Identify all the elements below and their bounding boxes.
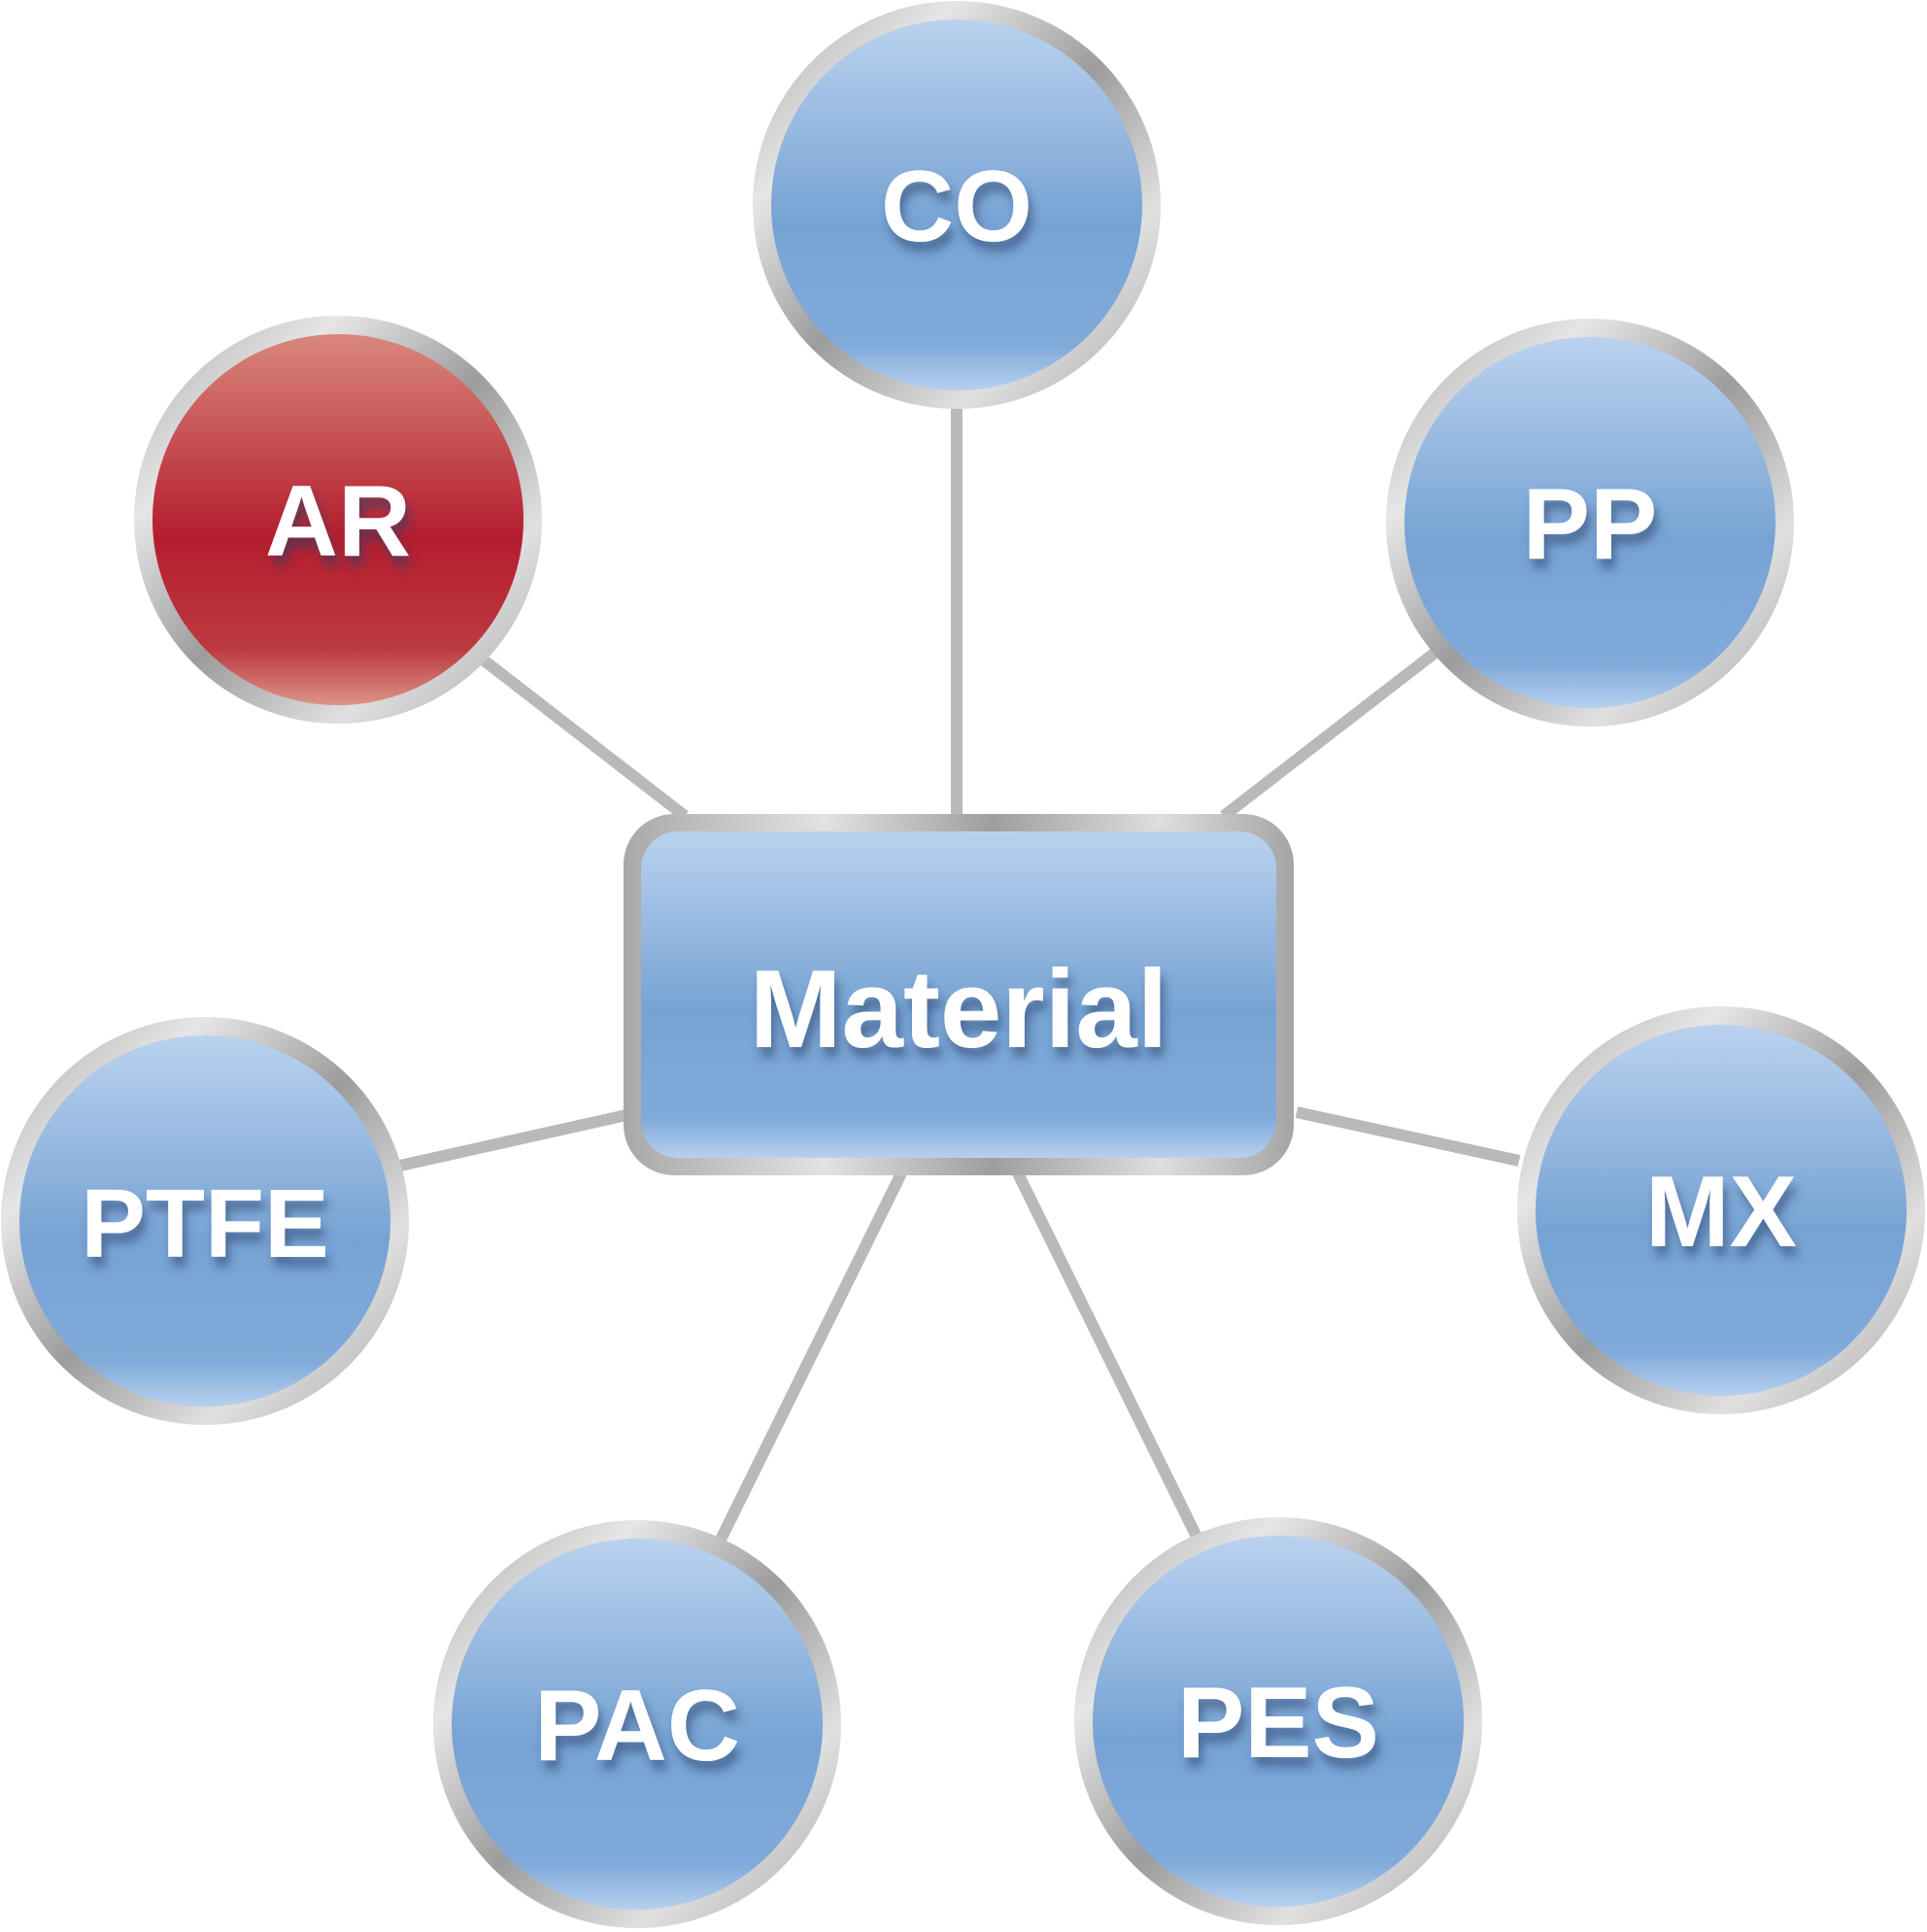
node-label-pac: PAC [534, 1670, 740, 1782]
connector-pes [1012, 1170, 1202, 1540]
connector-ptfe [398, 1109, 628, 1171]
connector-mx [1295, 1106, 1521, 1167]
material-label: Material [750, 948, 1168, 1071]
node-co: CO [753, 1, 1161, 409]
node-label-ar: AR [265, 465, 411, 578]
node-pes: PES [1074, 1517, 1482, 1925]
node-label-ptfe: PTFE [81, 1169, 329, 1278]
connectors [398, 408, 1521, 1542]
node-pp: PP [1386, 319, 1794, 727]
material-node: Material [624, 814, 1294, 1175]
node-ar: AR [134, 316, 542, 724]
node-label-mx: MX [1645, 1156, 1797, 1269]
connector-pp [1220, 646, 1441, 821]
connector-ar [474, 651, 689, 821]
node-pac: PAC [433, 1520, 841, 1928]
node-label-pes: PES [1177, 1667, 1379, 1779]
connector-pac [715, 1170, 907, 1542]
node-ptfe: PTFE [1, 1017, 409, 1425]
node-label-pp: PP [1523, 468, 1658, 581]
node-mx: MX [1517, 1006, 1925, 1414]
node-label-co: CO [881, 151, 1032, 263]
